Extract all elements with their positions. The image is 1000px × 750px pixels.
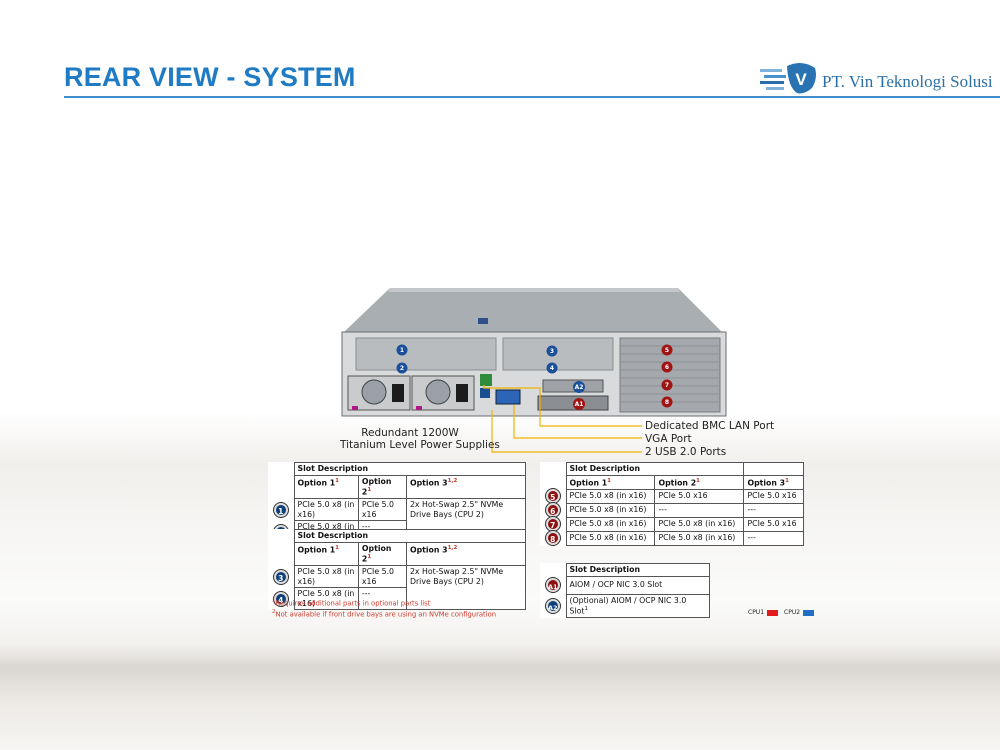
badge-7: 7 (665, 382, 669, 389)
cpu-legend: CPU1 CPU2 (748, 609, 820, 616)
badge-1: 1 (400, 347, 404, 354)
table-cell: --- (743, 530, 804, 546)
table-cell: PCIe 5.0 x8 (in x16) (565, 516, 656, 532)
callout-bmc: Dedicated BMC LAN Port (645, 420, 775, 432)
badge-a2: A2 (575, 384, 584, 391)
table-cell: PCIe 5.0 x8 (in x16) (565, 488, 656, 504)
slot-badge: 8 (545, 531, 560, 546)
callout-psu: Redundant 1200W Titanium Level Power Sup… (340, 427, 500, 451)
col-option-2: Option 21 (654, 474, 745, 490)
legend-cpu2-swatch (803, 609, 815, 616)
col-option-3: Option 31 (743, 474, 804, 490)
table-row: A2 (Optional) AIOM / OCP NIC 3.0 Slot1 (540, 593, 710, 619)
footnotes: 1Requires additional parts in optional p… (272, 597, 496, 620)
table-cell: PCIe 5.0 x8 (in x16) (654, 516, 745, 532)
footnote-2: 2Not available if front drive bays are u… (272, 609, 497, 619)
table-cell: PCIe 5.0 x8 (in x16) (293, 587, 359, 611)
callout-usb: 2 USB 2.0 Ports (645, 446, 727, 458)
slot-badge: 3 (273, 569, 288, 584)
table-cell: 2x Hot-Swap 2.5" NVMe Drive Bays (CPU 2) (405, 565, 527, 611)
psu-label-line1: Redundant 1200W (361, 427, 459, 439)
slot-badge: A2 (545, 598, 560, 613)
slot-badge: 4 (273, 591, 288, 606)
table-row: 1 PCIe 5.0 x8 (in x16) PCIe 5.0 x16 2x H… (268, 498, 527, 544)
col-option-3: Option 31,2 (405, 474, 527, 500)
table-row: 3 PCIe 5.0 x8 (in x16) PCIe 5.0 x16 2x H… (268, 565, 527, 611)
badge-2: 2 (400, 365, 404, 372)
slot-badge: 1 (273, 502, 288, 517)
slot-badge: 7 (545, 517, 560, 532)
slot-badge: 5 (545, 489, 560, 504)
table-header: Slot Description (293, 529, 526, 543)
table-cell: (Optional) AIOM / OCP NIC 3.0 Slot1 (565, 593, 710, 619)
table-row: 6 PCIe 5.0 x8 (in x16) --- --- (540, 502, 804, 518)
server-rear-image: 1 2 3 4 5 6 7 8 A1 A2 (341, 288, 727, 417)
slot-table-aiom: Slot Description A1 AIOM / OCP NIC 3.0 S… (540, 563, 710, 619)
logo-letter: V (795, 70, 807, 89)
footnote-1: 1Requires additional parts in optional p… (272, 598, 431, 608)
table-cell: --- (654, 502, 745, 518)
title-underline (64, 96, 1000, 98)
legend-cpu1-label: CPU1 (748, 609, 765, 616)
table-row: 7 PCIe 5.0 x8 (in x16) PCIe 5.0 x8 (in x… (540, 516, 804, 532)
col-option-3: Option 31,2 (405, 541, 527, 567)
table-cell: AIOM / OCP NIC 3.0 Slot (565, 575, 710, 595)
table-cell: PCIe 5.0 x8 (in x16) (293, 565, 359, 589)
table-cell: PCIe 5.0 x8 (in x16) (293, 498, 359, 522)
col-option-1: Option 11 (293, 474, 359, 500)
table-cell: PCIe 5.0 x16 (654, 488, 745, 504)
legend-cpu1-swatch (767, 609, 779, 616)
callout-vga: VGA Port (645, 433, 692, 445)
slot-table-5-8: Slot Description Option 11 Option 21 Opt… (540, 462, 804, 546)
callout-lines (483, 385, 642, 453)
badge-3: 3 (550, 348, 554, 355)
badge-8: 8 (665, 399, 669, 406)
col-option-1: Option 11 (565, 474, 656, 490)
slot-table-3-4: Slot Description Option 11 Option 21 Opt… (268, 529, 527, 611)
table-cell: PCIe 5.0 x16 (743, 488, 804, 504)
company-name: PT. Vin Teknologi Solusi (822, 72, 993, 91)
table-cell: PCIe 5.0 x16 (743, 516, 804, 532)
table-cell: PCIe 5.0 x16 (357, 565, 407, 589)
speed-lines-icon (760, 69, 786, 90)
col-option-1: Option 11 (293, 541, 359, 567)
legend-cpu2-label: CPU2 (784, 609, 801, 616)
psu-label-line2: Titanium Level Power Supplies (340, 439, 500, 451)
table-header: Slot Description (565, 563, 710, 577)
company-logo: V (760, 62, 816, 94)
table-header: Slot Description (565, 462, 745, 476)
table-row: A1 AIOM / OCP NIC 3.0 Slot (540, 575, 710, 595)
table-cell: PCIe 5.0 x16 (357, 498, 407, 522)
badge-4: 4 (550, 365, 554, 372)
col-option-2: Option 21 (357, 541, 407, 567)
table-cell: --- (743, 502, 804, 518)
slot-badge: A1 (545, 578, 560, 592)
table-row: 5 PCIe 5.0 x8 (in x16) PCIe 5.0 x16 PCIe… (540, 488, 804, 504)
cloud-shield-icon (787, 62, 816, 94)
table-header: Slot Description (293, 462, 526, 476)
table-row: 4 PCIe 5.0 x8 (in x16) --- (268, 587, 526, 611)
badge-6: 6 (665, 364, 669, 371)
table-cell: PCIe 5.0 x8 (in x16) (565, 530, 656, 546)
page-title: REAR VIEW - SYSTEM (64, 62, 356, 92)
table-row: 8 PCIe 5.0 x8 (in x16) PCIe 5.0 x8 (in x… (540, 530, 804, 546)
slot-badge: 6 (545, 503, 560, 518)
badge-5: 5 (665, 347, 669, 354)
badge-a1: A1 (575, 401, 584, 408)
col-option-2: Option 21 (357, 474, 407, 500)
table-cell: --- (357, 587, 407, 611)
table-cell: PCIe 5.0 x8 (in x16) (565, 502, 656, 518)
table-cell: PCIe 5.0 x8 (in x16) (654, 530, 745, 546)
